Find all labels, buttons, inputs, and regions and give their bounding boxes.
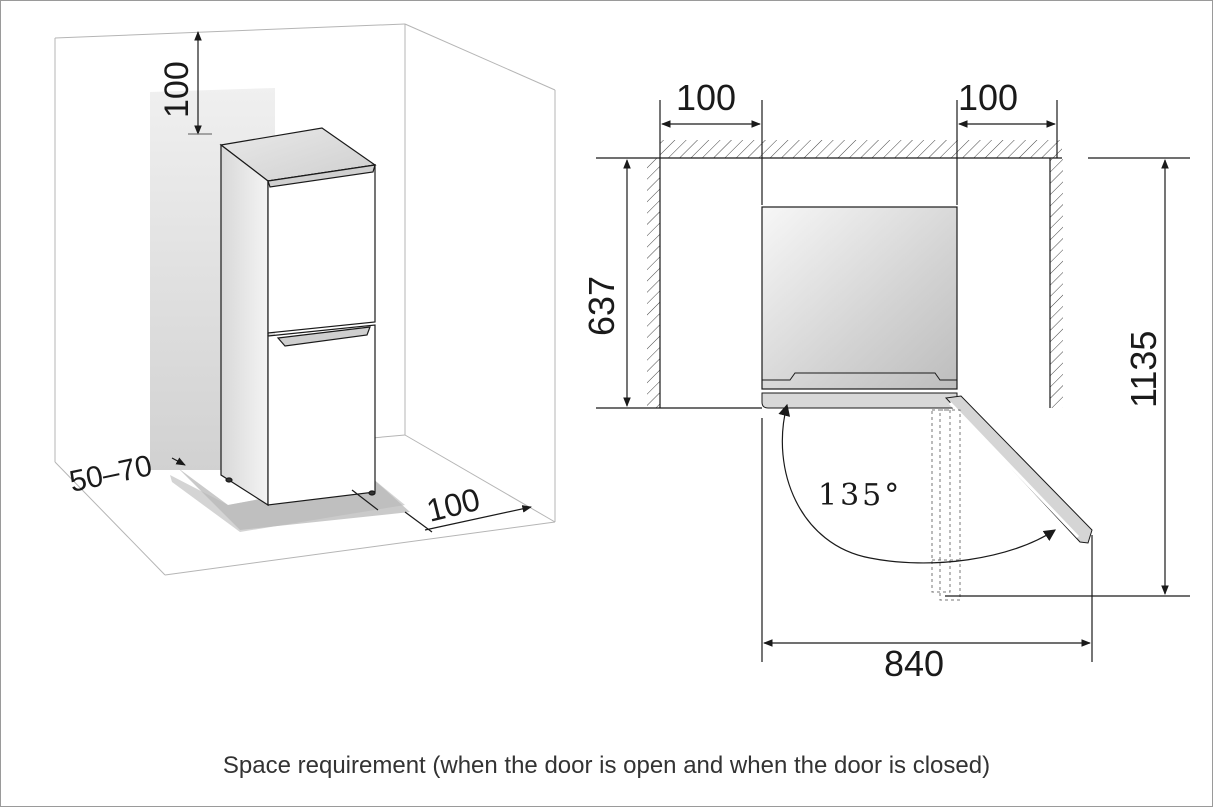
open-depth-dimension: [945, 157, 1190, 597]
door-dashed-outline: [931, 409, 961, 601]
upper-door-handle: [276, 326, 371, 347]
closed-depth-label: 637: [581, 276, 622, 336]
figure-caption: Space requirement (when the door is open…: [222, 752, 991, 779]
open-depth-label: 1135: [1123, 331, 1164, 408]
right-clearance-label: 100: [958, 77, 1018, 118]
back-clearance-label: 50–70: [67, 449, 155, 499]
right-wall-hatch: [1050, 158, 1063, 408]
side-clearance-label: 100: [423, 481, 484, 529]
door-angle-label: 135°: [818, 478, 902, 513]
open-width-dimension: [761, 418, 1093, 662]
fridge-front-lower: [267, 324, 376, 506]
fridge-front-upper: [267, 164, 376, 334]
fridge-left-side: [220, 143, 269, 507]
room-outline: [54, 23, 556, 576]
open-width-label: 840: [884, 643, 944, 684]
fridge-perspective: [219, 127, 377, 507]
plan-top-dimensions: [659, 100, 1058, 205]
back-clearance-dimension: [171, 457, 186, 466]
fridge-body-plan: [761, 206, 958, 390]
left-wall-hatch: [647, 158, 660, 408]
top-clearance-label: 100: [158, 61, 196, 118]
plan-view: 100 100 135° 637: [581, 77, 1190, 684]
left-clearance-label: 100: [676, 77, 736, 118]
top-clearance-dimension: [188, 31, 212, 135]
open-door-plan: [944, 395, 1093, 544]
perspective-view: 100 50–70 100: [54, 23, 556, 576]
side-clearance-dimension: [351, 489, 532, 533]
door-angle-arc: [778, 403, 1056, 564]
back-wall-hatch: [660, 140, 1062, 158]
closed-door-plan: [761, 392, 958, 409]
closed-depth-dimension: [596, 157, 762, 409]
